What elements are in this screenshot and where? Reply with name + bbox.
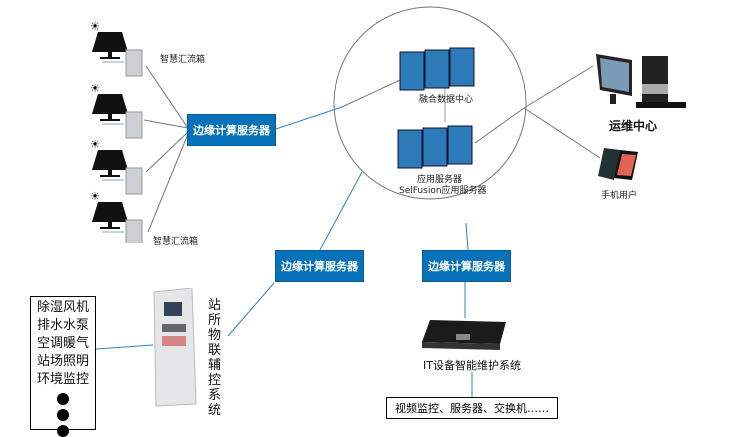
solar-panel-3: ☀ (90, 138, 143, 195)
link-edge2-cloud (319, 171, 363, 251)
edge-server-box-2[interactable]: 边缘计算服务器 (275, 250, 364, 282)
station-subsystems-list: 除湿风机 排水水泵 空调暖气 站场照明 环境监控 (30, 296, 96, 437)
link-edge2-station (227, 282, 275, 337)
edge-server-label: 边缘计算服务器 (281, 260, 358, 273)
edge-server-label: 边缘计算服务器 (193, 124, 270, 137)
data-center-label: 融合数据中心 (419, 95, 474, 105)
app-server-label: 应用服务器 (417, 175, 463, 185)
link-cloud-ops (523, 65, 594, 109)
solar-panel-1: ☀ (90, 20, 143, 77)
mobile-user-label: 手机用户 (601, 191, 638, 201)
sun-icon: ☀ (90, 20, 100, 33)
ops-center-label: 运维中心 (609, 119, 658, 133)
it-devices-box: 视频监控、服务器、交换机…… (386, 397, 558, 419)
edge-server-label: 边缘计算服务器 (428, 260, 505, 273)
subsystem-item: 空调暖气 (36, 336, 89, 351)
link-station-list (95, 344, 154, 350)
sun-icon: ☀ (90, 190, 100, 203)
combiner-box-label-4: 智慧汇流箱 (153, 237, 199, 247)
subsystem-item: 排水水泵 (36, 318, 89, 333)
link-solar3-edge (145, 131, 189, 173)
ellipsis-dot (57, 393, 69, 405)
selfusion-label: SelFusion应用服务器 (399, 186, 487, 196)
solar-array-group: ☀ ☀ ☀ ☀ (90, 20, 143, 243)
solar-panel-2: ☀ (90, 82, 143, 139)
data-center-server-icon (399, 47, 475, 91)
app-server-icon (397, 125, 473, 169)
cloud-circle (333, 6, 527, 200)
ellipsis-dot (57, 425, 69, 437)
link-edge1-cloud (275, 106, 343, 130)
station-system-label: 站所物联辅控系统 (208, 298, 222, 418)
it-system-label: IT设备智能维护系统 (423, 359, 521, 372)
combiner-box-label-1: 智慧汇流箱 (160, 55, 206, 65)
edge-server-box-3[interactable]: 边缘计算服务器 (422, 250, 511, 282)
subsystem-item: 站场照明 (36, 354, 89, 369)
link-edge3-cloud (465, 222, 469, 251)
ellipsis-dot (57, 409, 69, 421)
link-cloud-mobile (523, 107, 601, 159)
mobile-phone-icon (598, 148, 638, 180)
it-device-icon (422, 320, 506, 350)
edge-server-box-1[interactable]: 边缘计算服务器 (187, 114, 276, 146)
link-solar2-edge (143, 119, 189, 129)
subsystem-item: 环境监控 (36, 372, 89, 387)
sun-icon: ☀ (90, 138, 100, 151)
link-solar4-edge (147, 133, 189, 233)
link-cloud-dc (341, 79, 401, 108)
link-solar1-edge (145, 65, 189, 129)
solar-panel-4: ☀ (90, 190, 143, 243)
link-app-right (474, 107, 525, 144)
subsystem-item: 除湿风机 (36, 300, 89, 315)
sun-icon: ☀ (90, 82, 100, 95)
desktop-computer-icon (596, 54, 686, 108)
it-devices-label: 视频监控、服务器、交换机…… (395, 402, 549, 415)
control-cabinet-icon (153, 288, 197, 407)
